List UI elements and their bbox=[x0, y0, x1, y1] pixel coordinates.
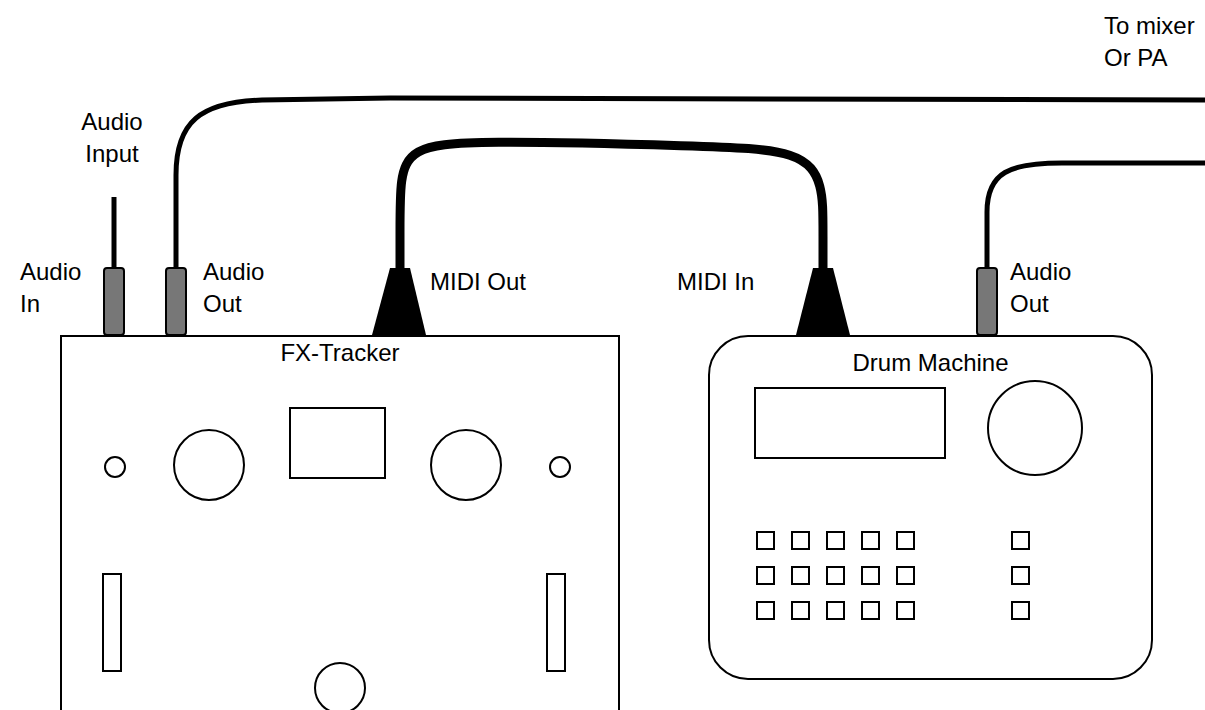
pad bbox=[792, 532, 809, 549]
display bbox=[755, 388, 945, 458]
pad bbox=[757, 567, 774, 584]
midi-plug bbox=[796, 268, 850, 335]
audio-plug bbox=[166, 268, 186, 335]
device-box: FX-Tracker bbox=[60, 335, 620, 710]
destination-label: To mixer Or PA bbox=[1104, 10, 1204, 74]
audio-cable bbox=[987, 163, 1205, 268]
pad bbox=[827, 602, 844, 619]
device-name: FX-Tracker bbox=[62, 339, 618, 367]
pad bbox=[897, 567, 914, 584]
pad bbox=[1012, 532, 1029, 549]
led bbox=[550, 457, 570, 477]
footswitch bbox=[315, 663, 365, 710]
led bbox=[105, 457, 125, 477]
midi-cable bbox=[400, 142, 823, 335]
signal-label: Audio Input bbox=[72, 106, 152, 170]
pad bbox=[862, 602, 879, 619]
pad bbox=[827, 532, 844, 549]
pad bbox=[792, 567, 809, 584]
fader bbox=[103, 574, 121, 671]
knob bbox=[988, 381, 1082, 475]
port-label: Audio In bbox=[20, 256, 95, 320]
pad bbox=[1012, 567, 1029, 584]
pad bbox=[827, 567, 844, 584]
pad bbox=[897, 532, 914, 549]
device-box: Drum Machine bbox=[708, 335, 1153, 680]
pad bbox=[757, 602, 774, 619]
port-label: MIDI In bbox=[677, 266, 787, 298]
pad bbox=[1012, 602, 1029, 619]
audio-cable bbox=[112, 197, 117, 268]
port-label: Audio Out bbox=[203, 256, 278, 320]
pad bbox=[862, 532, 879, 549]
pad bbox=[792, 602, 809, 619]
fader bbox=[547, 574, 565, 671]
audio-plug bbox=[977, 268, 997, 335]
audio-cable bbox=[176, 98, 1205, 268]
port-label: MIDI Out bbox=[430, 266, 570, 298]
display bbox=[290, 408, 385, 478]
port-label: Audio Out bbox=[1010, 256, 1085, 320]
pad-grid bbox=[757, 532, 1029, 619]
knob bbox=[174, 430, 244, 500]
midi-plug bbox=[372, 268, 426, 335]
audio-plug bbox=[104, 268, 124, 335]
pad bbox=[757, 532, 774, 549]
pad bbox=[897, 602, 914, 619]
device-name: Drum Machine bbox=[710, 349, 1151, 377]
knob bbox=[431, 430, 501, 500]
pad bbox=[862, 567, 879, 584]
